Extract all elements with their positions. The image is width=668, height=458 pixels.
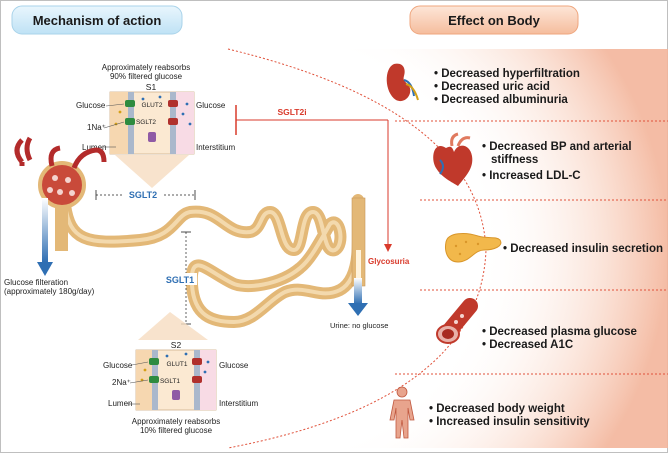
effect-kidney: Decreased hyperfiltration Decreased uric… (434, 68, 580, 107)
effect-item: Decreased plasma glucose (482, 326, 637, 339)
s1-sodium: 1Na⁺ (87, 123, 106, 132)
heart-icon (433, 132, 473, 186)
effect-item: Increased insulin sensitivity (429, 416, 589, 429)
s2-interstitium: Interstitium (219, 399, 258, 408)
glomerulus (14, 136, 107, 251)
header-effect: Effect on Body (409, 5, 579, 35)
s2-sodium: 2Na⁺ (112, 378, 131, 387)
s1-lumen: Lumen (82, 143, 106, 152)
effect-item: Decreased hyperfiltration (434, 68, 580, 81)
sglt2i-label: SGLT2i (277, 107, 306, 117)
blood-vessel-icon (436, 298, 478, 344)
s1-interstitium: Interstitium (196, 143, 235, 152)
effect-item: Decreased albuminuria (434, 94, 580, 107)
s2-desc-line2: 10% filtered glucose (140, 426, 213, 435)
s1-desc-line2: 90% filtered glucose (110, 72, 183, 81)
effect-item: Decreased uric acid (434, 81, 580, 94)
s1-title: S1 (146, 82, 157, 92)
s2-lumen: Lumen (108, 399, 132, 408)
s2-glut-label: GLUT1 (167, 361, 188, 368)
header-effect-title: Effect on Body (448, 13, 540, 28)
effect-heart: Decreased BP and arterial stiffness Incr… (482, 141, 662, 183)
s1-desc-line1: Approximately reabsorbs (102, 63, 190, 72)
s2-glucose-left: Glucose (103, 361, 133, 370)
header-mechanism-title: Mechanism of action (33, 13, 162, 28)
urine-label: Urine: no glucose (330, 321, 388, 330)
effect-body: Decreased body weight Increased insulin … (429, 403, 590, 429)
effect-vessel: Decreased plasma glucose Decreased A1C (482, 326, 637, 352)
filtration-line1: Glucose filteration (4, 278, 68, 287)
urine-arrow (348, 278, 368, 316)
glycosuria-label: Glycosuria (368, 257, 410, 266)
s2-desc-line1: Approximately reabsorbs (132, 417, 220, 426)
human-body-icon (389, 386, 415, 439)
effect-item: Decreased insulin secretion (503, 243, 663, 256)
s1-glucose-left: Glucose (76, 101, 106, 110)
s1-glucose-right: Glucose (196, 101, 226, 110)
sglt2-label: SGLT2 (129, 190, 157, 200)
effect-pancreas: Decreased insulin secretion (503, 243, 663, 256)
sglt2-span: SGLT2 (95, 188, 196, 200)
sglt2i-inhibitor: SGLT2i (235, 105, 392, 252)
effect-item: Increased LDL-C (482, 170, 662, 183)
s2-inset: S2 GLUT1 SGLT1 Glucose Glucose 2Na⁺ Lume… (103, 312, 258, 435)
filtration-line2: (approximately 180g/day) (4, 287, 95, 296)
effect-item: Decreased body weight (429, 403, 590, 416)
kidney-icon (386, 63, 419, 102)
s2-sglt-label: SGLT1 (160, 378, 180, 385)
pancreas-icon (445, 233, 502, 263)
filtration-arrow (37, 198, 53, 276)
s1-sglt-label: SGLT2 (136, 119, 156, 126)
s1-inset: Approximately reabsorbs 90% filtered glu… (76, 63, 235, 188)
s1-glut-label: GLUT2 (142, 102, 163, 109)
sglt1-label: SGLT1 (166, 275, 194, 285)
effect-item: Decreased A1C (482, 339, 637, 352)
sglt1-span: SGLT1 (165, 231, 197, 325)
s2-glucose-right: Glucose (219, 361, 249, 370)
effect-item: Decreased BP and arterial stiffness (482, 141, 662, 167)
effect-separators (395, 120, 668, 375)
s2-title: S2 (171, 340, 182, 350)
header-mechanism: Mechanism of action (11, 5, 183, 35)
